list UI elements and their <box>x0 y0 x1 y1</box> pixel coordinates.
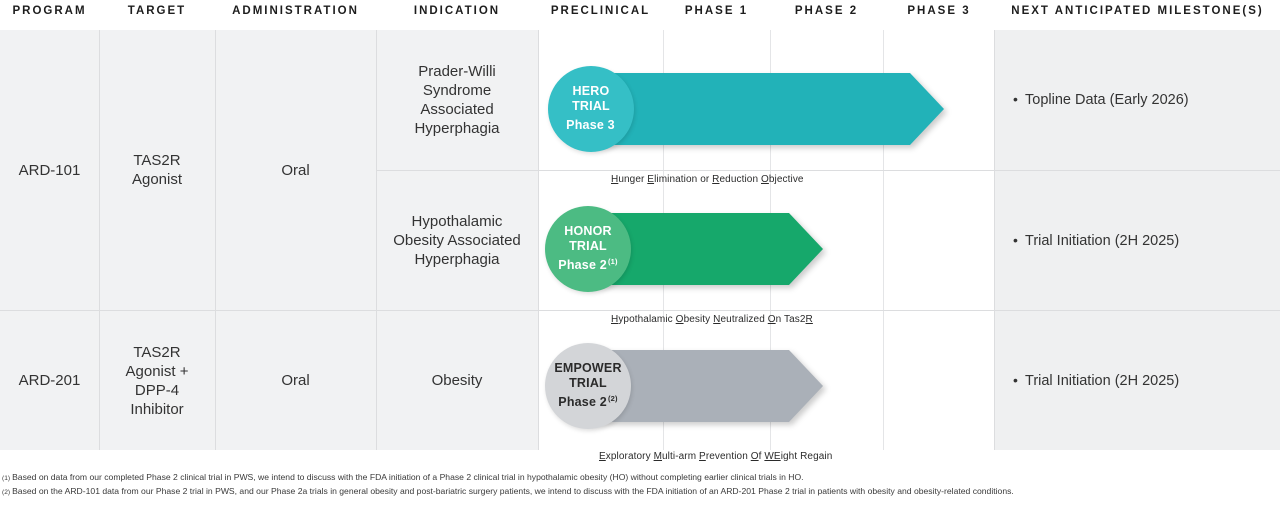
trial-phase-empower: Phase 2 <box>558 395 607 410</box>
trial-badge-hero: HERO TRIAL Phase 3 <box>548 66 634 152</box>
phase-divider-phase-3 <box>994 30 995 450</box>
bar-arrow-shape-hero <box>590 73 944 145</box>
grid-divider-1 <box>99 30 100 450</box>
trial-acronym-hero: Hunger Elimination or Reduction Objectiv… <box>611 174 804 185</box>
cell-administration-ard-101: Oral <box>215 30 376 310</box>
trial-word-hero: TRIAL <box>572 99 610 114</box>
trial-badge-empower: EMPOWER TRIAL Phase 2(2) <box>545 343 631 429</box>
administration-text-ard-101: Oral <box>281 161 310 179</box>
bullet-icon: • <box>1013 371 1018 388</box>
milestone-text-3: Trial Initiation (2H 2025) <box>1025 372 1180 389</box>
bar-arrow-shape-empower <box>587 350 823 422</box>
column-header-program: PROGRAM <box>12 5 87 17</box>
trial-acronym-empower: Exploratory Multi-arm Prevention Of WEig… <box>599 451 833 462</box>
cell-administration-ard-201: Oral <box>215 311 376 450</box>
trial-phase-hero: Phase 3 <box>566 118 615 133</box>
trial-name-hero: HERO <box>572 84 610 99</box>
column-header-preclinical: PRECLINICAL <box>550 5 651 17</box>
trial-acronym-honor: Hypothalamic Obesity Neutralized On Tas2… <box>611 314 813 325</box>
column-header-milestones: NEXT ANTICIPATED MILESTONE(S) <box>1011 5 1264 17</box>
trial-phase-honor: Phase 2 <box>558 258 607 273</box>
trial-bar-hero <box>590 73 944 145</box>
program-name-ard-201: ARD-201 <box>18 372 81 389</box>
milestone-item-1: • Topline Data (Early 2026) <box>1013 92 1189 108</box>
trial-bar-empower <box>587 350 823 422</box>
milestone-item-2: • Trial Initiation (2H 2025) <box>1013 233 1179 249</box>
column-header-phase-1: PHASE 1 <box>684 5 749 17</box>
trial-bar-honor <box>587 213 823 285</box>
trial-honor[interactable]: HONOR TRIAL Phase 2(1) Hypothalamic Obes… <box>545 206 845 325</box>
milestone-cell-1: • Topline Data (Early 2026) <box>995 30 1280 170</box>
trial-word-empower: TRIAL <box>569 376 607 391</box>
column-header-target: TARGET <box>127 5 187 17</box>
grid-divider-3 <box>376 30 377 450</box>
trial-footnote-marker-honor: (1) <box>607 257 618 267</box>
bullet-icon: • <box>1013 231 1018 248</box>
footnote-text-1: Based on data from our completed Phase 2… <box>12 472 804 482</box>
milestone-text-1: Topline Data (Early 2026) <box>1025 92 1189 108</box>
administration-text-ard-201: Oral <box>281 372 310 389</box>
trial-badge-honor: HONOR TRIAL Phase 2(1) <box>545 206 631 292</box>
column-header-administration: ADMINISTRATION <box>232 5 359 17</box>
footnote-marker-1: (1) <box>2 475 11 482</box>
footnote-marker-2: (2) <box>2 488 11 496</box>
column-header-phase-2: PHASE 2 <box>794 5 859 17</box>
cell-indication-obesity: Obesity <box>376 311 538 450</box>
trial-name-honor: HONOR <box>564 224 612 239</box>
milestone-item-3: • Trial Initiation (2H 2025) <box>1013 373 1179 389</box>
trial-name-empower: EMPOWER <box>554 361 622 376</box>
milestone-cell-3: • Trial Initiation (2H 2025) <box>995 311 1280 450</box>
trial-hero[interactable]: HERO TRIAL Phase 3 Hunger Elimination or… <box>548 66 944 185</box>
footnotes-block: (1) Based on data from our completed Pha… <box>2 472 1278 499</box>
trial-footnote-marker-empower: (2) <box>607 394 618 404</box>
footnote-text-2: Based on the ARD-101 data from our Phase… <box>12 485 1014 496</box>
cell-program-ard-201: ARD-201 <box>0 311 99 450</box>
column-header-indication: INDICATION <box>413 5 501 17</box>
trial-empower[interactable]: EMPOWER TRIAL Phase 2(2) Exploratory Mul… <box>545 343 845 462</box>
bullet-icon: • <box>1013 91 1018 107</box>
footnote-1: (1) Based on data from our completed Pha… <box>2 472 1278 485</box>
milestone-text-2: Trial Initiation (2H 2025) <box>1025 232 1180 249</box>
grid-divider-2 <box>215 30 216 450</box>
grid-divider-4 <box>538 30 539 450</box>
trial-word-honor: TRIAL <box>569 239 607 254</box>
bar-arrow-shape-honor <box>587 213 823 285</box>
indication-text-obesity: Obesity <box>431 372 483 389</box>
pipeline-header: PROGRAM TARGET ADMINISTRATION INDICATION… <box>0 0 1280 30</box>
row-divider-indication-1 <box>376 170 1280 171</box>
program-name-ard-101: ARD-101 <box>18 161 81 179</box>
cell-program-ard-101: ARD-101 <box>0 30 99 310</box>
column-header-phase-3: PHASE 3 <box>907 5 971 17</box>
milestone-cell-2: • Trial Initiation (2H 2025) <box>995 171 1280 310</box>
phase-divider-phase-2 <box>883 30 884 450</box>
footnote-2: (2) Based on the ARD-101 data from our P… <box>2 486 1278 499</box>
row-divider-program <box>0 310 1280 311</box>
